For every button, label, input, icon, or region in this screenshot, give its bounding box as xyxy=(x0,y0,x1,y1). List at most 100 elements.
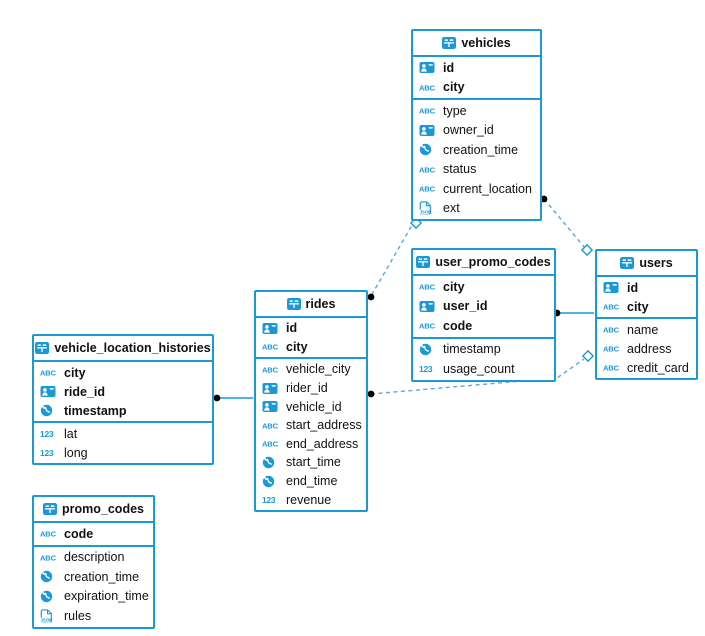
column-label: id xyxy=(286,321,298,336)
abc-text-type-icon-wrap: ABC xyxy=(419,281,438,292)
id-card-icon-wrap xyxy=(262,322,281,335)
column-ride_id[interactable]: ride_id xyxy=(34,382,212,401)
number-123-type-icon-wrap: 123 xyxy=(40,447,59,458)
clock-timestamp-icon xyxy=(262,456,275,469)
column-id[interactable]: id xyxy=(597,278,696,297)
clock-timestamp-icon xyxy=(262,475,275,487)
table-header[interactable]: users xyxy=(597,251,696,277)
table-header[interactable]: user_promo_codes xyxy=(413,250,554,276)
svg-text:ABC: ABC xyxy=(262,440,279,449)
number-123-type-icon: 123 xyxy=(40,448,54,458)
abc-text-type-icon: ABC xyxy=(262,343,279,352)
number-123-type-icon-wrap: 123 xyxy=(40,428,59,439)
column-label: owner_id xyxy=(443,123,494,138)
column-label: end_time xyxy=(286,474,338,489)
column-start_time[interactable]: start_time xyxy=(256,453,366,472)
clock-timestamp-icon-wrap xyxy=(419,143,438,156)
id-card-icon xyxy=(262,322,278,334)
column-rider_id[interactable]: rider_id xyxy=(256,379,366,398)
column-creation_time[interactable]: creation_time xyxy=(34,567,153,587)
column-label: credit_card xyxy=(627,360,689,375)
column-label: start_time xyxy=(286,455,341,470)
clock-timestamp-icon xyxy=(40,590,53,602)
abc-text-type-icon: ABC xyxy=(40,369,57,378)
column-usage_count[interactable]: 123 usage_count xyxy=(413,359,554,379)
column-id[interactable]: id xyxy=(256,319,366,338)
table-header[interactable]: rides xyxy=(256,292,366,318)
column-label: lat xyxy=(64,426,78,441)
clock-timestamp-icon-wrap xyxy=(262,456,281,469)
id-card-icon-wrap xyxy=(419,61,438,74)
column-vehicle_id[interactable]: vehicle_id xyxy=(256,397,366,416)
column-label: address xyxy=(627,341,672,356)
svg-text:123: 123 xyxy=(262,495,276,505)
column-creation_time[interactable]: creation_time xyxy=(413,140,540,160)
table-icon xyxy=(416,256,431,268)
id-card-icon xyxy=(419,300,435,312)
abc-text-type-icon-wrap: ABC xyxy=(262,341,281,352)
column-timestamp[interactable]: timestamp xyxy=(34,401,212,420)
abc-text-type-icon: ABC xyxy=(419,107,436,116)
cardinality-diamond xyxy=(581,349,595,363)
column-label: code xyxy=(443,318,473,333)
column-lat[interactable]: 123 lat xyxy=(34,424,212,443)
abc-text-type-icon-wrap: ABC xyxy=(40,552,59,563)
clock-timestamp-icon xyxy=(40,404,53,417)
column-expiration_time[interactable]: expiration_time xyxy=(34,587,153,607)
number-123-type-icon: 123 xyxy=(419,364,433,374)
column-label: timestamp xyxy=(443,342,501,357)
abc-text-type-icon-wrap: ABC xyxy=(603,301,622,312)
table-header[interactable]: vehicle_location_histories xyxy=(34,336,212,362)
column-label: vehicle_id xyxy=(286,399,342,414)
abc-text-type-icon-wrap: ABC xyxy=(40,367,59,378)
abc-text-type-icon-wrap: ABC xyxy=(419,105,438,116)
table-icon xyxy=(442,37,457,49)
id-card-icon-wrap xyxy=(419,124,438,137)
column-label: revenue xyxy=(286,492,332,507)
column-owner_id[interactable]: owner_id xyxy=(413,121,540,141)
column-label: usage_count xyxy=(443,361,515,376)
column-label: current_location xyxy=(443,181,532,196)
clock-timestamp-icon xyxy=(419,144,432,156)
number-123-type-icon: 123 xyxy=(262,495,276,505)
table-header[interactable]: promo_codes xyxy=(34,497,153,523)
column-end_time[interactable]: end_time xyxy=(256,472,366,491)
column-label: name xyxy=(627,322,659,337)
table-header[interactable]: vehicles xyxy=(413,31,540,57)
svg-text:123: 123 xyxy=(419,364,433,374)
column-user_id[interactable]: user_id xyxy=(413,297,554,317)
column-id[interactable]: id xyxy=(413,58,540,78)
column-timestamp[interactable]: timestamp xyxy=(413,340,554,360)
column-label: user_id xyxy=(443,299,488,314)
table-name: users xyxy=(639,256,673,270)
column-revenue[interactable]: 123 revenue xyxy=(256,490,366,509)
